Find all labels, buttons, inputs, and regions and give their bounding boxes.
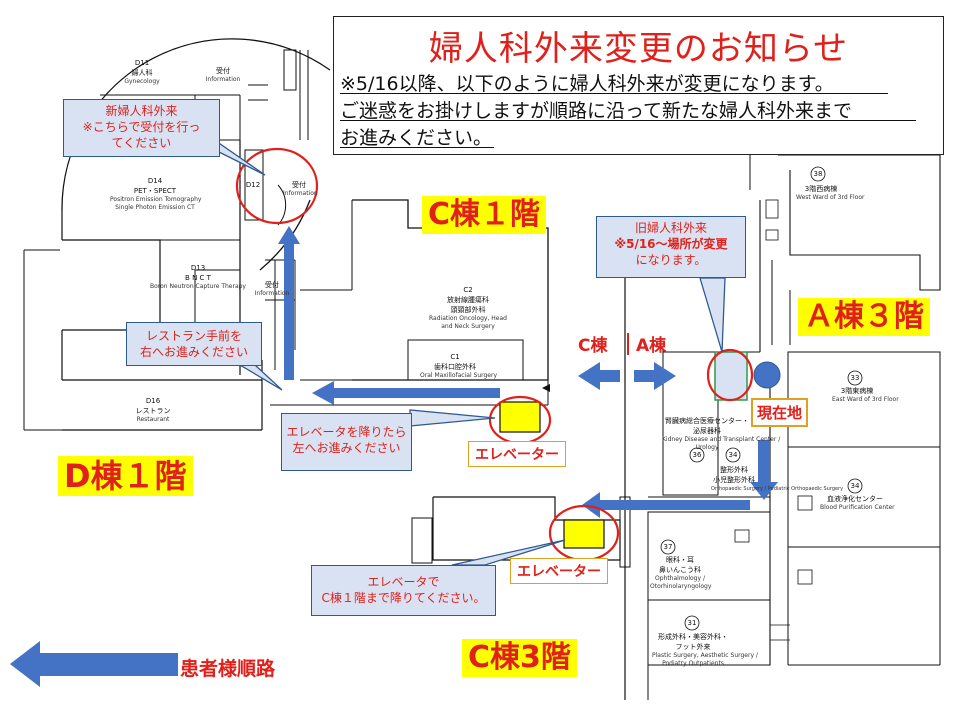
room-d16: D16 レストラン Restaurant xyxy=(135,397,171,423)
notice-line-1: ※5/16以降、以下のように婦人科外来が変更になります。 xyxy=(340,73,834,95)
room-33: 3階東病棟 East Ward of 3rd Floor xyxy=(832,387,899,403)
room-34b-num: 34 xyxy=(850,482,860,490)
d-building-walls xyxy=(62,239,161,331)
room-d12: D12 xyxy=(245,181,261,189)
callout-elevator-down: エレベータで C棟１階まで降りてください。 xyxy=(311,565,496,616)
room-31: 形成外科・美容外科・ フット外来 Plastic Surgery, Aesthe… xyxy=(652,633,758,667)
room-reception-top: 受付 Information xyxy=(205,67,241,83)
room-reception-d12: 受付 Information xyxy=(283,181,318,197)
route-arrow-down xyxy=(750,440,778,500)
floor-label-c3: C棟3階 xyxy=(462,639,577,677)
callout-elevator-exit: エレベータを降りたら 左へお進みください xyxy=(281,413,412,471)
notice-title: 婦人科外来変更のお知らせ xyxy=(428,29,849,69)
notice-line-2: ご迷惑をお掛けしますが順路に沿って新たな婦人科外来まで xyxy=(340,100,853,122)
route-arrow-up-d xyxy=(278,226,300,380)
callout-old-outpatient: 旧婦人科外来 ※5/16～場所が変更 になります。 xyxy=(596,216,746,278)
callout-new-outpatient: 新婦人科外来 ※こちらで受付を行っ てください xyxy=(63,99,220,157)
route-arrow-west-c3 xyxy=(582,492,750,518)
legend-arrow xyxy=(10,641,178,687)
building-label-c: C棟 xyxy=(578,336,608,356)
room-d11: D11 婦人科 Gynecology xyxy=(124,59,160,85)
building-label-a: A棟 xyxy=(636,336,667,356)
floor-label-a3: Ａ棟３階 xyxy=(798,298,930,336)
room-34b: 血液浄化センター Blood Purification Center xyxy=(820,495,895,511)
notice-underline-3 xyxy=(340,147,494,148)
floor-label-d1: D棟１階 xyxy=(58,456,193,496)
room-37-num: 37 xyxy=(663,543,673,551)
room-33-num: 33 xyxy=(850,374,860,382)
callout-restaurant: レストラン手前を 右へお進みください xyxy=(126,322,262,366)
room-d14: D14 PET・SPECT Positron Emission Tomograp… xyxy=(110,177,202,211)
room-34a-num: 34 xyxy=(728,451,738,459)
room-34a: 整形外科 小児整形外科 Orthopaedic Surgery / Pediat… xyxy=(711,466,844,492)
room-36: 腎臓病総合医療センター・ 泌尿器科 Kidney Disease and Tra… xyxy=(662,417,781,451)
current-location-label: 現在地 xyxy=(751,398,809,427)
elevator-label-c3: エレベーター xyxy=(510,558,608,584)
building-divider xyxy=(627,333,629,355)
room-37: 眼科・耳 鼻いんこう科 Ophthalmology / Otorhinolary… xyxy=(650,556,712,590)
c1-elevator xyxy=(499,401,541,433)
route-arrow-west-c1 xyxy=(312,381,500,405)
room-c2: C2 放射線腫瘍科 頭頸部外科 Radiation Oncology, Head… xyxy=(429,286,507,330)
notice-box: 婦人科外来変更のお知らせ ※5/16以降、以下のように婦人科外来が変更になります… xyxy=(333,16,944,155)
a-building-arrow xyxy=(634,362,676,390)
floor-label-c1: C棟１階 xyxy=(422,196,547,234)
c-building-arrow xyxy=(578,362,620,390)
old-outpatient-room xyxy=(714,351,748,401)
notice-underline-1 xyxy=(340,93,888,94)
room-d13: D13 B N C T Boron Neutron Capture Therap… xyxy=(150,264,246,290)
elevator-label-c1: エレベーター xyxy=(468,441,566,467)
room-c1: C1 歯科口腔外科 Oral Maxillofacial Surgery xyxy=(420,353,498,379)
room-38: 3階西病棟 West Ward of 3rd Floor xyxy=(796,185,865,201)
current-location-dot xyxy=(753,361,781,389)
room-31-num: 31 xyxy=(687,619,697,627)
new-outpatient-circle xyxy=(235,147,319,225)
c3-elevator xyxy=(563,519,605,549)
room-36-num: 36 xyxy=(692,451,702,459)
notice-underline-2 xyxy=(340,120,916,121)
notice-line-3: お進みください。 xyxy=(340,127,493,149)
legend-label: 患者様順路 xyxy=(180,658,276,680)
old-outpatient-circle xyxy=(706,348,754,402)
room-38-num: 38 xyxy=(813,170,823,178)
room-reception-mid: 受付 Information xyxy=(254,281,290,297)
